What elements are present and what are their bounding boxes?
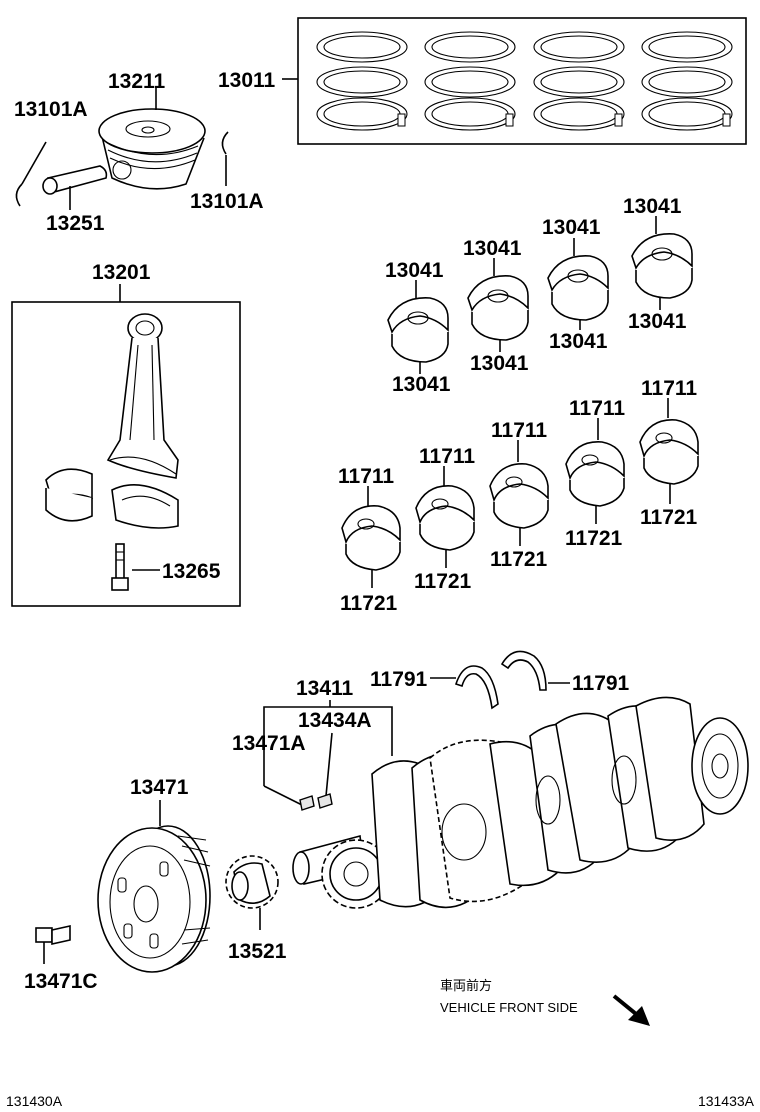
front-direction-arrow-icon (612, 994, 650, 1026)
label-11721-b: 11721 (414, 570, 472, 593)
crank-pulley (97, 825, 211, 973)
label-13411: 13411 (296, 677, 354, 700)
label-13471: 13471 (130, 776, 189, 799)
main-bearing-pair-5 (639, 419, 699, 485)
label-11721-d: 11721 (565, 527, 623, 550)
timing-gear (225, 855, 279, 930)
direction-japanese: 車両前方 (440, 978, 492, 993)
label-11711-c: 11711 (491, 419, 547, 442)
ring-stack-3 (533, 31, 625, 131)
label-13201: 13201 (92, 261, 151, 284)
ring-stack-4 (641, 31, 733, 131)
rod-bearing-pair-3 (547, 255, 609, 321)
main-bearing-pair-2 (415, 485, 475, 551)
label-13265: 13265 (162, 560, 221, 583)
label-13041-d: 13041 (470, 352, 529, 375)
ring-stack-2 (424, 31, 516, 131)
footer-left-code: 131430A (6, 1093, 63, 1109)
label-13041-f: 13041 (549, 330, 608, 353)
label-11711-b: 11711 (419, 445, 475, 468)
label-11711-a: 11711 (338, 465, 394, 488)
rod-bearing-pair-4 (631, 233, 693, 299)
label-13041-e: 13041 (542, 216, 601, 239)
snap-ring-left (15, 141, 47, 207)
footer-right-code: 131433A (698, 1093, 755, 1109)
label-13251: 13251 (46, 212, 105, 235)
label-11721-c: 11721 (490, 548, 548, 571)
label-11711-e: 11711 (641, 377, 697, 400)
label-11711-d: 11711 (569, 397, 625, 420)
label-13471a: 13471A (232, 732, 306, 755)
rod-bearing-pair-1 (387, 297, 449, 363)
thrust-washer-right (500, 650, 570, 691)
thrust-washer-left (430, 665, 499, 710)
crankshaft (292, 696, 749, 909)
main-bearing-pair-4 (565, 441, 625, 507)
label-13434a: 13434A (298, 709, 372, 732)
ring-stack-1 (316, 31, 408, 131)
snap-ring-right (221, 131, 229, 186)
label-13101a-left: 13101A (14, 98, 88, 121)
rod-bolt (111, 543, 160, 591)
label-13041-b: 13041 (392, 373, 451, 396)
label-13041-h: 13041 (628, 310, 687, 333)
label-13101a-right: 13101A (190, 190, 264, 213)
main-bearing-pair-3 (489, 463, 549, 529)
connecting-rod-box (11, 301, 241, 607)
label-11791-right: 11791 (572, 672, 630, 695)
rod-bearing-pair-2 (467, 275, 529, 341)
label-13041-c: 13041 (463, 237, 522, 260)
label-11721-a: 11721 (340, 592, 398, 615)
label-13521: 13521 (228, 940, 287, 963)
piston-pin (42, 165, 108, 210)
main-bearing-pair-1 (341, 505, 401, 571)
direction-english: VEHICLE FRONT SIDE (440, 1000, 578, 1015)
label-13041-a: 13041 (385, 259, 444, 282)
label-11791-left: 11791 (370, 668, 428, 691)
connecting-rod (106, 313, 179, 529)
piston (98, 88, 206, 190)
label-13471c: 13471C (24, 970, 98, 993)
pulley-bolt (35, 925, 71, 964)
label-13211: 13211 (108, 70, 166, 93)
label-13011: 13011 (218, 69, 276, 92)
piston-ring-set (282, 17, 747, 145)
label-11721-e: 11721 (640, 506, 698, 529)
label-13041-g: 13041 (623, 195, 682, 218)
rod-bearing-shell (45, 468, 93, 522)
